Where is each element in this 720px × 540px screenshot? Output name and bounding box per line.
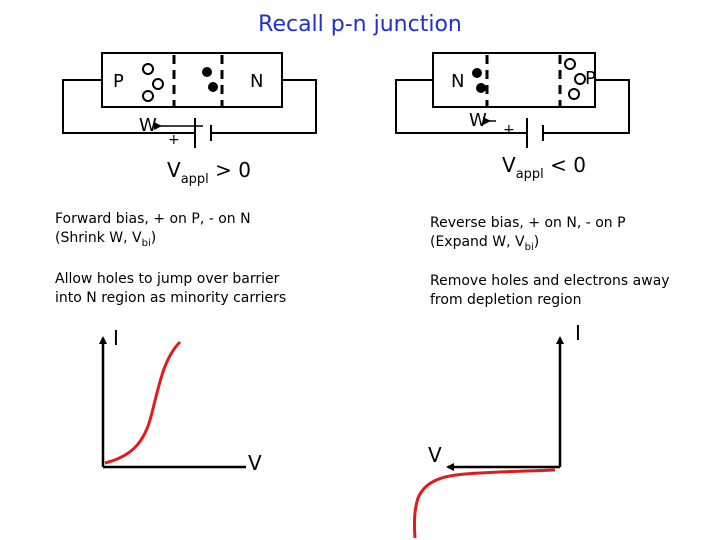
hole-icon [568,88,580,100]
reverse-voltage-axis-label: V [428,443,442,467]
forward-wire-right [211,79,317,134]
hole-icon [142,90,154,102]
electron-icon [476,83,486,93]
reverse-description: Reverse bias, + on N, - on P (Expand W, … [430,214,626,257]
forward-p-label: P [113,71,124,92]
reverse-wire-right [543,79,630,134]
forward-iv-curve [104,340,182,465]
reverse-description-line1: Reverse bias, + on N, - on P [430,215,626,231]
hole-icon [574,73,586,85]
reverse-vappl-label: Vappl < 0 [502,153,586,182]
reverse-description-line2: (Expand W, Vbi) [430,234,540,253]
reverse-n-label: N [451,71,464,92]
forward-vappl-label: Vappl > 0 [167,158,251,187]
forward-mechanism-note: Allow holes to jump over barrier into N … [55,270,286,308]
reverse-width-label: W [469,110,487,131]
forward-description-line2: (Shrink W, Vbi) [55,230,157,249]
reverse-iv-curve [412,468,556,539]
forward-n-label: N [250,71,263,92]
reverse-mechanism-line1: Remove holes and electrons away [430,273,670,289]
forward-current-axis-label: I [113,326,119,350]
electron-icon [208,82,218,92]
forward-wire-left [62,79,195,134]
forward-iv-graph: I V [99,326,262,475]
forward-voltage-axis-label: V [248,451,262,475]
forward-description-line1: Forward bias, + on P, - on N [55,211,251,227]
reverse-junction: N P W + – Vappl < 0 [395,52,630,182]
page-title: Recall p-n junction [258,12,462,37]
hole-icon [142,63,154,75]
forward-plus-sign: + [168,132,180,148]
forward-description: Forward bias, + on P, - on N (Shrink W, … [55,210,251,253]
reverse-current-axis-label: I [575,321,581,345]
reverse-mechanism-note: Remove holes and electrons away from dep… [430,272,670,310]
hole-icon [564,58,576,70]
reverse-p-label: P [585,68,596,89]
forward-mechanism-line1: Allow holes to jump over barrier [55,271,280,287]
forward-minus-sign: – [219,123,227,142]
electron-icon [472,68,482,78]
hole-icon [152,78,164,90]
reverse-minus-sign: – [552,123,560,142]
reverse-mechanism-line2: from depletion region [430,292,582,308]
electron-icon [202,67,212,77]
reverse-wire-left [395,79,527,134]
reverse-iv-graph: I V [412,321,581,539]
reverse-plus-sign: + [503,122,515,138]
forward-mechanism-line2: into N region as minority carriers [55,290,287,306]
forward-width-label: W [139,115,157,136]
forward-junction: P N W + – Vappl > 0 [62,52,317,187]
